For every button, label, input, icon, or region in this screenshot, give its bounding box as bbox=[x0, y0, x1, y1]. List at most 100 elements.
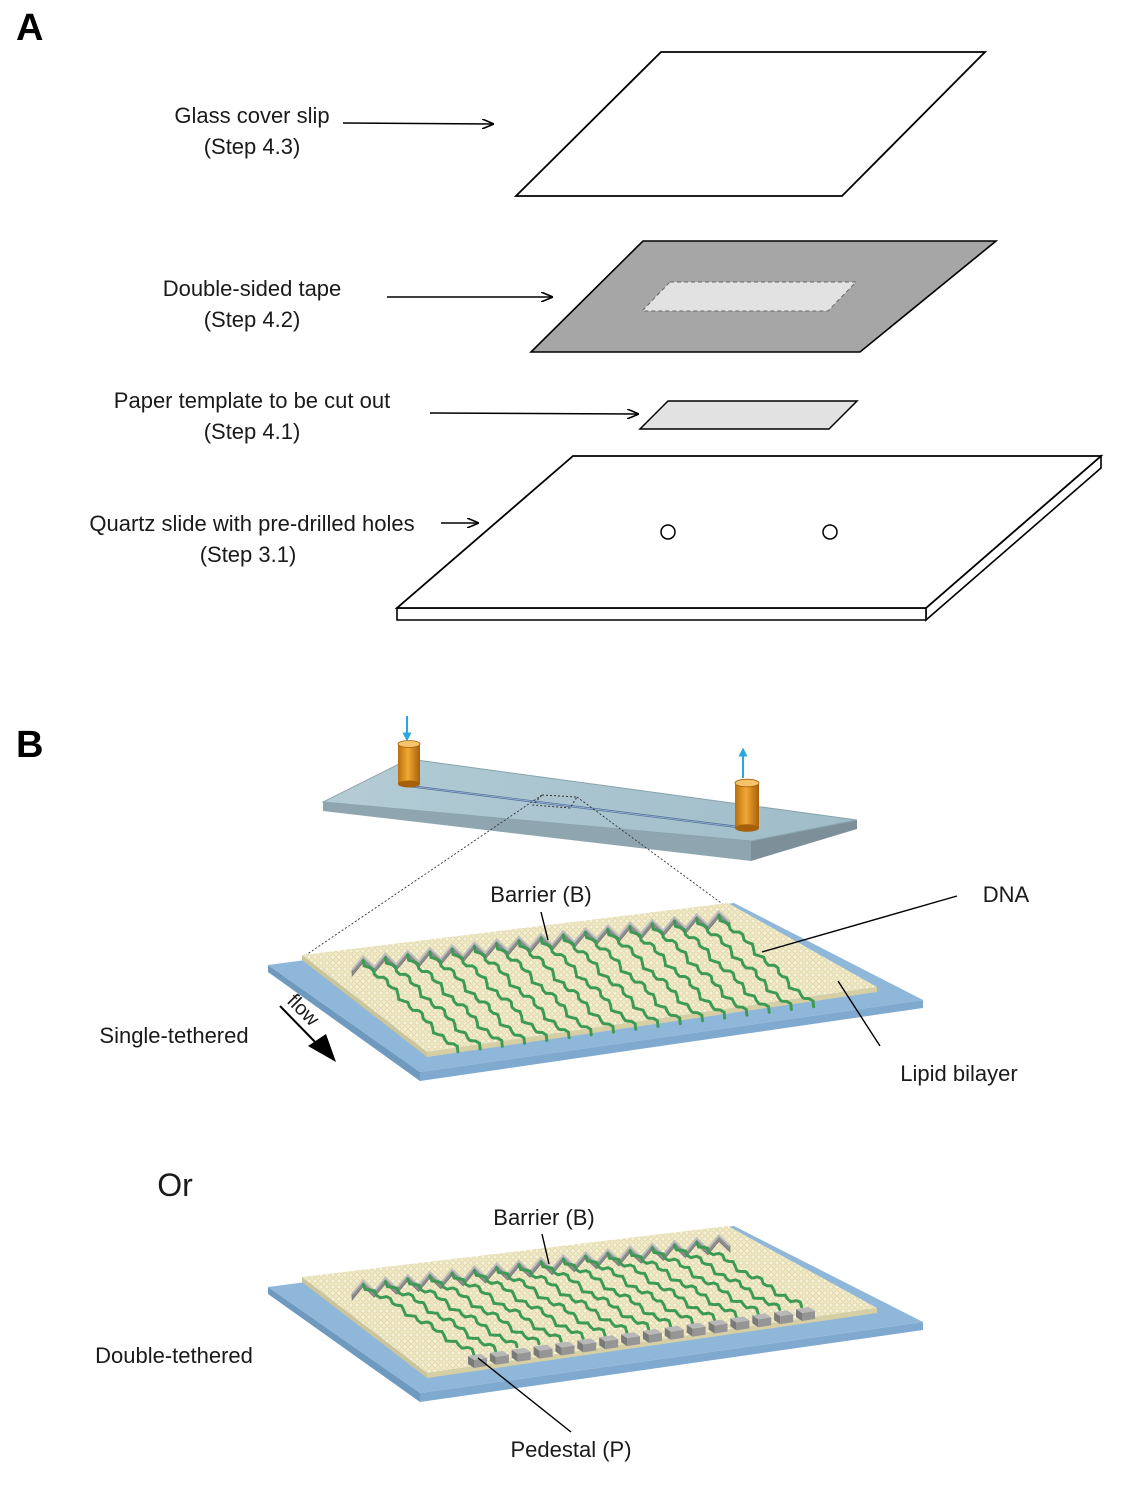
dna-strand bbox=[672, 1243, 782, 1312]
flow-arrow-shaft bbox=[279, 1005, 319, 1046]
pedestal-front bbox=[474, 1358, 487, 1368]
double-lipid-left-edge bbox=[302, 1277, 427, 1378]
dna-strand bbox=[672, 919, 771, 1014]
single-barrier-label: Barrier (B) bbox=[490, 882, 591, 907]
pedestal-front bbox=[670, 1329, 684, 1340]
pedestal-top bbox=[664, 1325, 684, 1332]
zoom-line-left bbox=[305, 794, 543, 956]
dna-strand bbox=[472, 945, 571, 1040]
pedestal-label: Pedestal (P) bbox=[510, 1437, 631, 1462]
cover-slip-arrow bbox=[342, 123, 493, 124]
lipid-bilayer-leader bbox=[837, 980, 881, 1047]
dna-strand bbox=[450, 1271, 563, 1344]
pedestal-front bbox=[802, 1311, 815, 1321]
dna-strand bbox=[472, 1269, 585, 1341]
or-label: Or bbox=[157, 1167, 193, 1203]
cover-slip-label: Glass cover slip bbox=[174, 103, 329, 128]
cover-slip-step: (Step 4.3) bbox=[204, 134, 301, 159]
double-dna-strands bbox=[361, 1240, 804, 1356]
outlet-tube-base bbox=[735, 824, 759, 832]
pedestal-front bbox=[539, 1348, 553, 1359]
dna-leader bbox=[761, 895, 958, 953]
template-label: Paper template to be cut out bbox=[114, 388, 390, 413]
outlet-tube bbox=[734, 778, 760, 832]
double-barrier-leader bbox=[541, 1233, 550, 1265]
drilled-hole-right bbox=[822, 524, 838, 540]
pedestal-top bbox=[796, 1307, 815, 1313]
template-arrow bbox=[429, 413, 638, 414]
pedestal-top bbox=[511, 1347, 531, 1354]
template-step: (Step 4.1) bbox=[204, 419, 301, 444]
pedestal-front bbox=[692, 1326, 706, 1337]
single-lipid-left-edge bbox=[302, 955, 427, 1057]
dna-strand bbox=[717, 913, 816, 1009]
dna-strand bbox=[361, 1283, 476, 1356]
pedestal-row bbox=[468, 1307, 815, 1368]
outlet-tube-body bbox=[735, 783, 759, 828]
double-substrate-left-edge bbox=[268, 1287, 420, 1402]
pedestal-top bbox=[621, 1332, 641, 1339]
pedestal-top bbox=[774, 1310, 794, 1317]
dna-strand bbox=[361, 959, 460, 1054]
barrier-ridge bbox=[351, 1233, 731, 1295]
inlet-tube-top bbox=[397, 740, 421, 748]
dna-label: DNA bbox=[983, 882, 1030, 907]
single-substrate-front-edge bbox=[420, 1000, 923, 1081]
dna-strand bbox=[495, 1266, 607, 1337]
dna-strand bbox=[695, 916, 793, 1011]
pedestal-top bbox=[555, 1341, 575, 1348]
dna-strand bbox=[428, 950, 527, 1045]
dna-strand bbox=[383, 1280, 498, 1353]
dna-strand bbox=[695, 1240, 804, 1309]
single-tethered-label: Single-tethered bbox=[99, 1023, 248, 1048]
barrier-ridge bbox=[351, 909, 731, 971]
dna-strand bbox=[606, 928, 704, 1023]
tape-step: (Step 4.2) bbox=[204, 307, 301, 332]
pedestal-front bbox=[605, 1339, 619, 1350]
double-barrier-label: Barrier (B) bbox=[493, 1205, 594, 1230]
quartz-step: (Step 3.1) bbox=[200, 542, 297, 567]
dna-strand bbox=[584, 1254, 694, 1325]
pedestal-leader bbox=[477, 1357, 572, 1433]
pedestal-top bbox=[489, 1350, 509, 1357]
pedestal-top bbox=[533, 1344, 553, 1351]
dna-strand bbox=[650, 922, 749, 1017]
pedestal-top bbox=[686, 1322, 706, 1329]
pedestal-top bbox=[730, 1316, 750, 1323]
paper-template bbox=[638, 400, 859, 430]
pedestal-front bbox=[714, 1323, 728, 1334]
tape-channel-cutout bbox=[640, 281, 858, 312]
dna-strand bbox=[539, 1260, 651, 1331]
dna-strand bbox=[584, 930, 682, 1026]
double-sided-tape-group: Double-sided tape (Step 4.2) bbox=[163, 240, 999, 353]
flow-channel-highlight bbox=[408, 785, 747, 829]
quartz-slide-group: Quartz slide with pre-drilled holes (Ste… bbox=[89, 454, 1104, 622]
dna-strand bbox=[517, 1263, 629, 1334]
pedestal-front bbox=[648, 1332, 662, 1343]
dna-strand bbox=[428, 1274, 541, 1347]
pedestal-front bbox=[627, 1336, 641, 1347]
pedestal-top bbox=[642, 1328, 662, 1335]
flow-arrow-head bbox=[308, 1034, 336, 1062]
double-tethered-chip: Barrier (B) Pedestal (P) Double-tethered bbox=[95, 1205, 923, 1462]
pedestal-front bbox=[780, 1314, 794, 1325]
outlet-tube-top bbox=[734, 778, 760, 788]
zoom-region-box bbox=[531, 794, 578, 809]
pedestal-top bbox=[708, 1319, 728, 1326]
dna-strand bbox=[406, 1277, 519, 1350]
glass-cover-slip-group: Glass cover slip (Step 4.3) bbox=[174, 51, 988, 197]
dna-strand bbox=[561, 1257, 673, 1328]
lipid-bilayer-label: Lipid bilayer bbox=[900, 1061, 1017, 1086]
quartz-label: Quartz slide with pre-drilled holes bbox=[89, 511, 414, 536]
pedestal-front bbox=[495, 1354, 509, 1365]
double-barrier-zigzag bbox=[351, 1233, 731, 1301]
single-barrier-leader bbox=[540, 911, 549, 941]
quartz-slide-front-edge bbox=[396, 607, 927, 621]
flowcell-top bbox=[321, 758, 858, 842]
pedestal-top bbox=[599, 1335, 619, 1342]
dna-strand bbox=[383, 956, 482, 1051]
glass-cover-slip bbox=[513, 51, 988, 197]
panel-b-letter: B bbox=[16, 724, 43, 766]
double-tethered-label: Double-tethered bbox=[95, 1343, 253, 1368]
